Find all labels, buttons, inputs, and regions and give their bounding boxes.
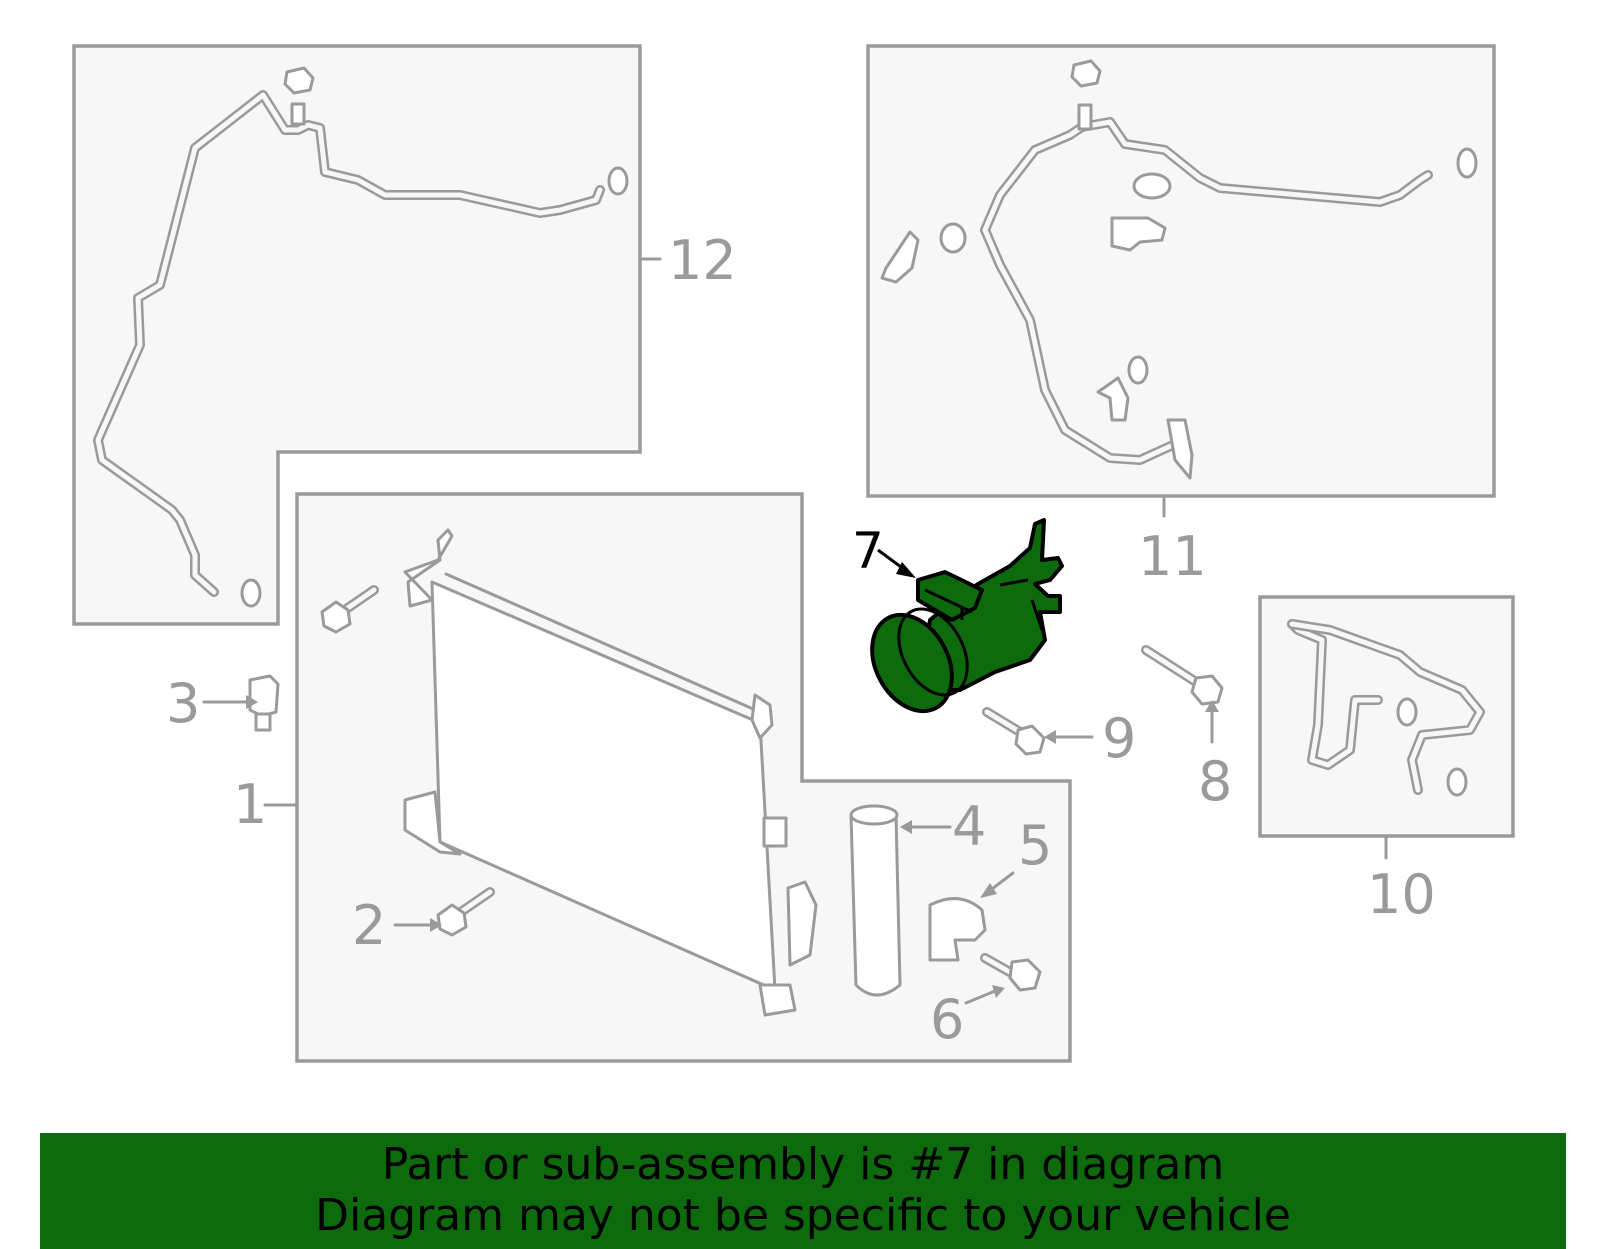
o-ring-icon [1446, 767, 1468, 797]
receiver-drier-icon [849, 806, 902, 997]
bolt-icon [436, 887, 495, 937]
callout-8: 8 [1198, 750, 1232, 813]
o-ring-icon [1127, 355, 1149, 385]
callout-1: 1 [233, 773, 267, 836]
callout-11: 11 [1138, 525, 1207, 588]
callout-2: 2 [352, 894, 386, 957]
callout-10: 10 [1367, 863, 1436, 926]
bracket-icon [403, 790, 462, 856]
callout-6: 6 [930, 988, 964, 1051]
nut-icon [1070, 59, 1102, 88]
callout-12: 12 [668, 229, 737, 292]
panel-12 [72, 44, 662, 626]
o-ring-icon [1456, 147, 1478, 179]
compressor-pulley [870, 612, 954, 714]
bracket-icon [786, 880, 818, 967]
bracket-icon [880, 230, 920, 284]
leader-lines [202, 548, 1219, 1005]
fitting-icon [1077, 103, 1093, 131]
callout-5: 5 [1018, 814, 1052, 877]
callout-4: 4 [952, 795, 986, 858]
bracket-icon [1096, 376, 1130, 422]
bracket-icon [1166, 418, 1194, 480]
panel-11 [866, 44, 1496, 518]
nut-icon [283, 66, 315, 95]
bolt-icon [1141, 645, 1224, 706]
bracket-icon [403, 528, 454, 608]
bracket-icon [758, 983, 797, 1017]
panel-10 [1258, 595, 1515, 860]
receiver-drier-cap [849, 804, 899, 826]
banner-line-1: Part or sub-assembly is #7 in diagram [381, 1139, 1225, 1190]
info-banner: Part or sub-assembly is #7 in diagram Di… [40, 1133, 1566, 1249]
clamp-icon [928, 897, 987, 962]
bracket-icon [750, 693, 774, 740]
o-ring-icon [939, 222, 967, 254]
callout-labels: 1 2 3 4 5 6 7 8 9 10 11 12 [166, 229, 1436, 1051]
o-ring-icon [1396, 697, 1418, 727]
bolt-icon [982, 707, 1046, 756]
bolt-icon [320, 585, 379, 634]
bolt-icon [980, 953, 1042, 992]
callout-3: 3 [166, 672, 200, 735]
fitting-icon [290, 102, 306, 126]
banner-line-2: Diagram may not be specific to your vehi… [315, 1190, 1291, 1241]
bracket-icon [1110, 216, 1167, 252]
o-ring-icon [607, 166, 629, 196]
panel-1 [263, 492, 1072, 1063]
o-ring-icon [1132, 172, 1172, 200]
callout-9: 9 [1102, 707, 1136, 770]
compressor-highlight [870, 518, 1064, 714]
o-ring-icon [240, 578, 262, 608]
pressure-switch-icon [248, 674, 280, 732]
rubber-mount-icon [762, 816, 788, 848]
callout-7: 7 [852, 522, 884, 580]
